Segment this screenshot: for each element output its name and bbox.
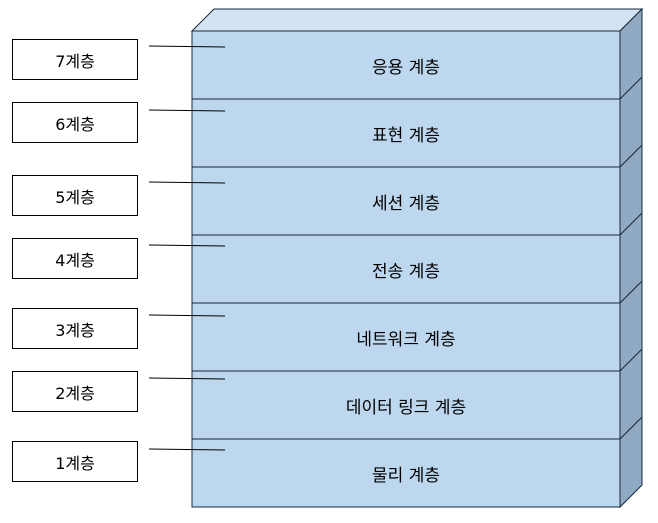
connector-line-2 [148,377,226,380]
layer-4-block [191,234,621,304]
layer-2-block [191,370,621,440]
connector-line-5 [148,181,226,184]
layer-name-5: 세션 계층 [372,193,440,214]
front-layers [191,30,621,508]
side-separator [619,416,643,440]
level-label-2: 2계층 [12,371,138,412]
layer-name-7: 응용 계층 [372,57,440,78]
layer-5-block [191,166,621,236]
side-separator [619,144,643,168]
connector-line-6 [148,109,226,112]
layer-name-6: 표현 계층 [372,125,440,146]
side-separator [619,76,643,100]
side-separator [619,212,643,236]
connector-line-3 [148,314,226,317]
connector-line-1 [148,448,226,451]
layer-6-block [191,98,621,168]
level-label-4: 4계층 [12,238,138,279]
layer-1-block [191,438,621,508]
layer-name-1: 물리 계층 [372,465,440,486]
side-separator [619,280,643,304]
layer-name-2: 데이터 링크 계층 [345,397,467,418]
connector-lines [148,45,226,451]
layer-name-3: 네트워크 계층 [356,329,456,350]
stack-top-face [190,8,644,32]
level-label-7: 7계층 [12,39,138,80]
layer-3-block [191,302,621,372]
level-label-3: 3계층 [12,308,138,349]
connector-line-4 [148,244,226,247]
level-label-1: 1계층 [12,441,138,482]
level-label-5: 5계층 [12,175,138,216]
side-separator [619,348,643,372]
stack-side-face [619,7,643,509]
side-separators [619,76,643,440]
level-label-6: 6계층 [12,102,138,143]
connector-line-7 [148,45,226,48]
layer-7-block [191,30,621,100]
layer-name-4: 전송 계층 [372,261,440,282]
